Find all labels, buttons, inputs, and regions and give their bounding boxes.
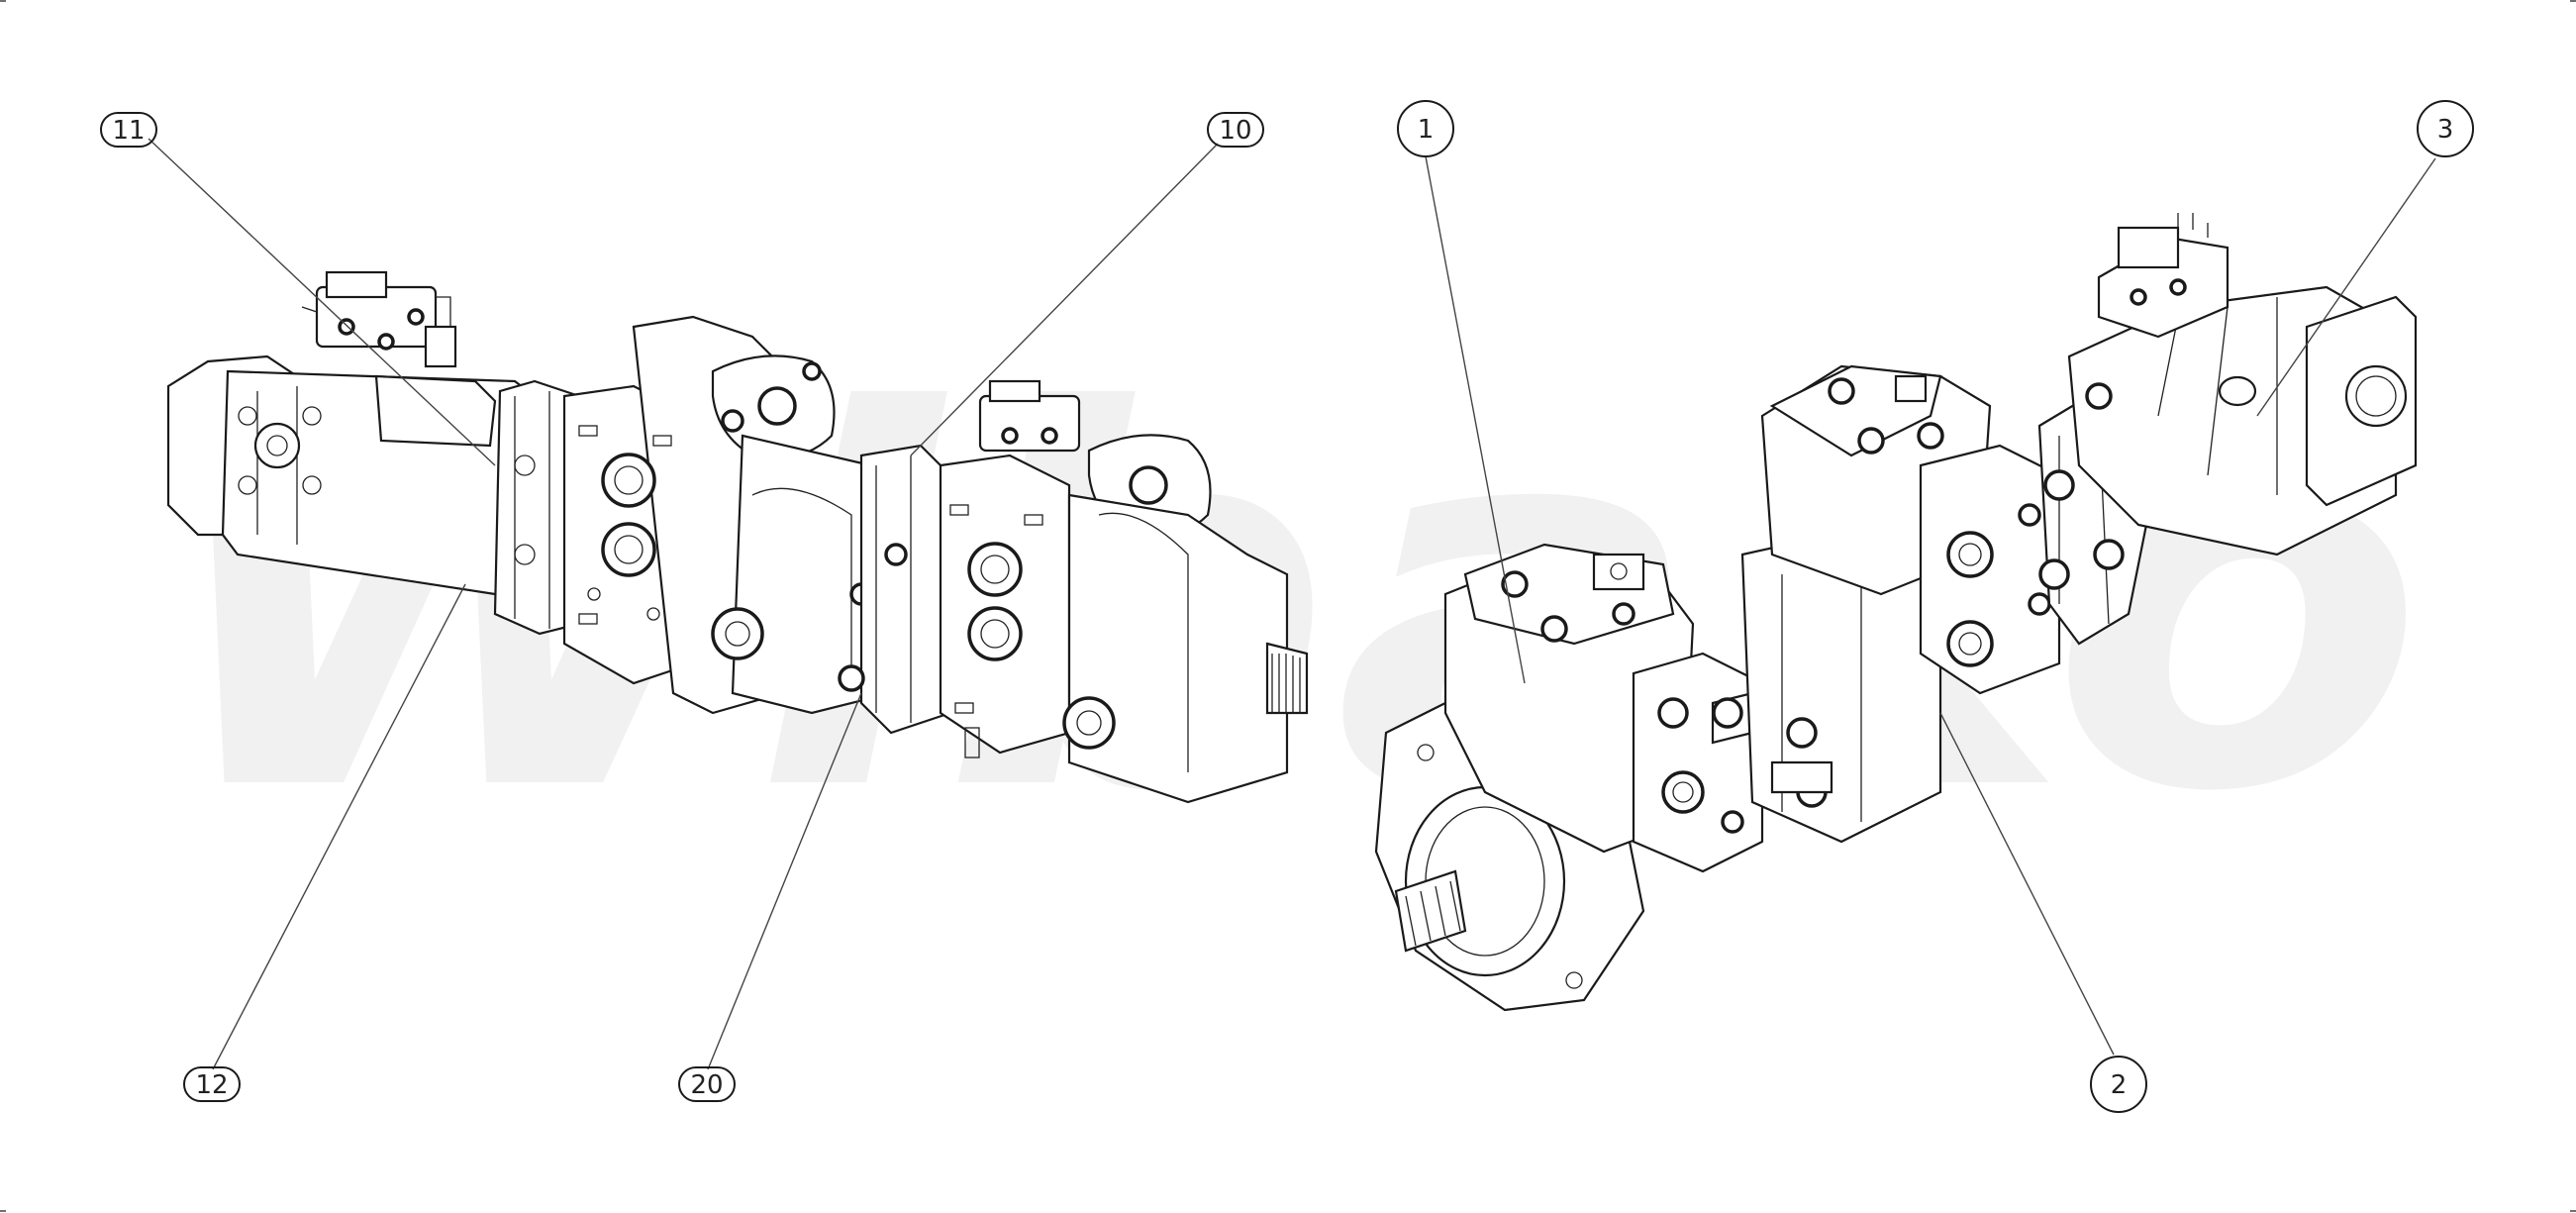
- right-pump-section-2: [1712, 533, 1942, 844]
- right-rear-housing: [2067, 285, 2418, 556]
- callout-20-label: 20: [690, 1070, 723, 1100]
- callout-20-frame: [678, 1066, 736, 1102]
- left-middle-flange: [838, 444, 952, 735]
- callout-3-frame: [2417, 100, 2474, 157]
- callout-1-label: 1: [1418, 115, 1435, 145]
- leader-2: [1939, 712, 2115, 1056]
- left-control-valve: [301, 270, 457, 368]
- callout-3: 3: [2417, 100, 2474, 157]
- callout-12: 12: [183, 1066, 241, 1102]
- leader-1: [1425, 155, 1526, 684]
- left-motor-housing: [166, 354, 537, 596]
- callout-1-frame: [1397, 100, 1454, 157]
- callout-12-frame: [183, 1066, 241, 1102]
- right-pump-assembly-drawing: [1374, 213, 2418, 1012]
- right-pump-section-1: [1443, 543, 1695, 854]
- left-control-valve-2: [978, 379, 1081, 453]
- right-valve-block-1: [1632, 652, 1764, 873]
- callout-1: 1: [1397, 100, 1454, 157]
- left-pump-section-2: [939, 454, 1071, 758]
- callout-10-label: 10: [1219, 116, 1251, 146]
- callout-12-label: 12: [195, 1070, 228, 1100]
- callout-11-label: 11: [112, 116, 145, 146]
- callout-2-label: 2: [2111, 1070, 2128, 1100]
- callout-2: 2: [2090, 1056, 2147, 1113]
- callout-3-label: 3: [2437, 115, 2454, 145]
- callout-10: 10: [1207, 112, 1264, 148]
- left-main-body-1: [711, 434, 893, 715]
- callout-10-frame: [1207, 112, 1264, 148]
- leader-20: [707, 692, 862, 1070]
- leader-lines: [148, 138, 2436, 1070]
- callout-2-frame: [2090, 1056, 2147, 1113]
- left-pump-assembly-drawing: [166, 270, 1309, 804]
- leader-12: [212, 583, 466, 1070]
- right-valve-block-2: [1919, 444, 2061, 695]
- right-top-control-valve: [2097, 213, 2229, 339]
- leader-11: [148, 138, 496, 466]
- leader-3: [2256, 157, 2436, 417]
- callout-20: 20: [678, 1066, 736, 1102]
- callout-11: 11: [100, 112, 157, 148]
- leader-10: [910, 143, 1219, 456]
- left-rear-body: [1062, 493, 1309, 804]
- callout-11-frame: [100, 112, 157, 148]
